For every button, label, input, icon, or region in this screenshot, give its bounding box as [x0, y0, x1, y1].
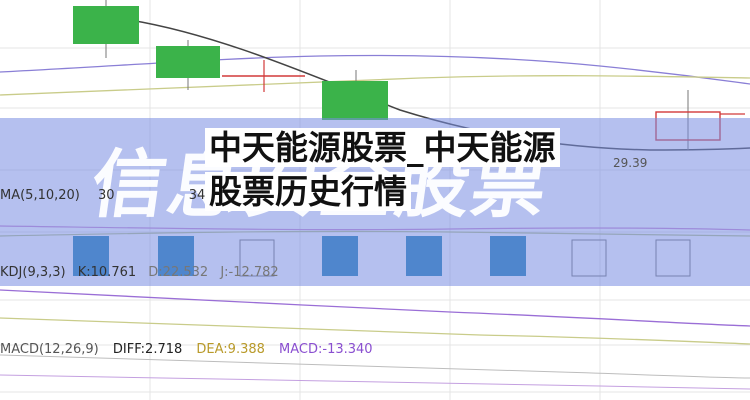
macd-line-gray — [0, 354, 750, 379]
candle — [222, 60, 305, 92]
candlesticks — [73, 0, 745, 150]
ma-indicator: MA(5,10,20) 30 343 — [0, 188, 214, 203]
page-title: 中天能源股票_中天能源股票历史行情 — [205, 126, 565, 214]
candle — [322, 70, 388, 120]
ma-line-olive — [0, 75, 750, 96]
price-label: 29.39 — [613, 156, 648, 170]
macd-line-purple2 — [0, 374, 750, 390]
kdj-d-value: D:22.532 — [148, 265, 209, 280]
ma-value-1: 30 — [98, 188, 115, 203]
ma-indicator-label: MA(5,10,20) — [0, 188, 80, 203]
kdj-j-value: J:-12.782 — [220, 265, 279, 280]
macd-value: MACD:-13.340 — [279, 342, 373, 357]
candle — [73, 0, 139, 58]
macd-line-olive — [0, 317, 750, 345]
candle — [156, 40, 220, 90]
page-title-text: 中天能源股票_中天能源股票历史行情 — [205, 128, 560, 211]
ma-line-purple — [0, 54, 750, 85]
kdj-k-value: K:10.761 — [77, 265, 137, 280]
macd-indicator-label: MACD(12,26,9) — [0, 342, 99, 357]
kdj-indicator: KDJ(9,3,3) K:10.761 D:22.532 J:-12.782 — [0, 265, 279, 280]
macd-line-purple — [0, 289, 750, 327]
macd-dea-value: DEA:9.388 — [196, 342, 265, 357]
kdj-indicator-label: KDJ(9,3,3) — [0, 265, 66, 280]
macd-indicator: MACD(12,26,9) DIFF:2.718 DEA:9.388 MACD:… — [0, 342, 373, 357]
macd-diff-value: DIFF:2.718 — [112, 342, 183, 357]
